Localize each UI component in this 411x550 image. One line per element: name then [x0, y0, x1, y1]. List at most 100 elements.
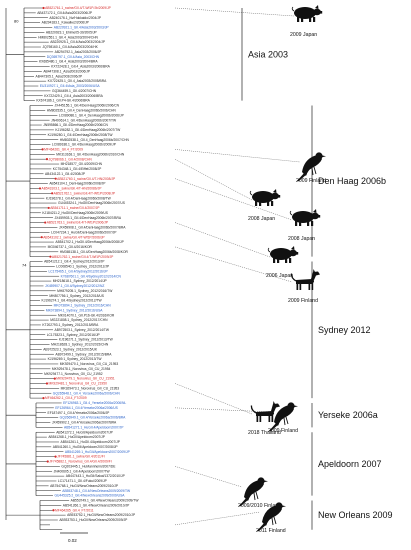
- tip-label: GQ203445.1_HuMannheim/2007/DE: [61, 464, 116, 468]
- tip-label: MK014070.1_GII.P16-GII.4/2016/KOR: [58, 313, 115, 317]
- tip-label: AB933752.1_HuGII/NewOrleans2009/2010/JP: [67, 513, 136, 517]
- clade-label: New Orleans 2009: [318, 510, 393, 520]
- tip-label: MH879205.1_Sydney_2012/2016/TW: [57, 289, 113, 293]
- tip-label: AB541269.1_HuGII/Apeldoorn2007/2009/JP: [65, 450, 131, 454]
- tip-label: AB240176.1_Nv/Hokkaido/2004/JP: [49, 16, 101, 20]
- leader-line: [174, 511, 261, 526]
- leader-line: [174, 466, 243, 488]
- clade-label: Apeldoorn 2007: [318, 459, 382, 469]
- tip-label: LC175465.1_GII.4/Sydney2012/2016/JP: [48, 269, 108, 273]
- bird-silhouette-icon: [269, 402, 298, 431]
- tip-label: JN595866.1_GII.4/DenHaag2006b/2006/CN: [43, 123, 108, 127]
- annotation-label: 2009 Finland: [288, 298, 318, 304]
- tip-label: GU445324.1_HuGII/DenHaag2006b/2007/US: [58, 201, 126, 205]
- tip-label: EF126964.1_GII.4/Yerseke2006a/2006/US: [55, 406, 118, 410]
- tip-label: MK073894.1_Sydney_2012/2016/CHN: [54, 304, 112, 308]
- clade-label: Yerseke 2006a: [318, 410, 378, 420]
- annotation-label: 2009 Japan: [290, 32, 317, 38]
- tip-label: DQ369797.1_GII.4/Asia_2003/CHN: [47, 55, 100, 59]
- leader-line: [174, 222, 271, 258]
- tip-label: EU310927.1_GII.4/Asia_2003/2006/USA: [40, 84, 101, 88]
- tip-label: LC008540.1_Sydney_2012/2012/JP: [56, 265, 110, 269]
- tip-label: AB220925.1_GII.4/Asia2003/2004/JP: [50, 40, 106, 44]
- tip-label: MK929479.1_Norovirus_GII_CU_21951: [56, 377, 115, 381]
- dog-silhouette-icon: [250, 401, 280, 422]
- highlight-dot: [42, 6, 45, 10]
- leader-line: [174, 178, 293, 221]
- tip-label: MG046737.1_GII.4/2016/KOR: [48, 245, 93, 249]
- annotation-label: 2008 Japan: [288, 236, 315, 242]
- tip-label: KY687601.1_GII.4/Sydney2012/2014/CN: [61, 274, 122, 278]
- tip-label: KX722428.1_GII.4_Asia2003/2006/BRA: [51, 65, 110, 69]
- tip-label: HM365138.1_GII.4/DenHaag2006b/2008/KOR: [60, 250, 129, 254]
- scale-bar: 0.02: [60, 532, 88, 543]
- tip-label: AB521762.1_swine/GII.4/T-Wf1P/2009/JP: [52, 255, 114, 259]
- pig-silhouette-icon: [267, 246, 299, 263]
- tip-label: KX722429.1_GII.4_Asia2003/2006/BRA: [44, 94, 103, 98]
- tip-label: AB294183.1_Kawaike2/2006/JP: [42, 21, 90, 25]
- tip-label: AB972499.1_Sydney_2012/2015/BRA: [55, 352, 112, 356]
- tip-label: AB447443.1_HuGII/Sakai/1372/2010/JP: [66, 474, 126, 478]
- tip-label: AB447305.1_Asia2003/2006/JP: [36, 74, 84, 78]
- clade-label: Sydney 2012: [318, 325, 371, 335]
- tip-label: EF187497.1_GII.4/Yerseke2006a/2006/JP: [48, 411, 111, 415]
- tip-label: AB541702.1_HuGII.4/DenHaag2006b/2008/JP: [55, 240, 124, 244]
- highlight-dot: [47, 206, 50, 210]
- tip-label: MK929477.1_Norovirus_GII_CU_21952: [44, 372, 103, 376]
- tip-label: MH807756.1_Sydney_2012/2018/US: [49, 294, 104, 298]
- tip-label: MH218618.1_Sydney_2012/2014/JP: [53, 279, 108, 283]
- tip-label: MG221808.1_Sydney_2012/2017/CHN: [50, 318, 108, 322]
- tip-label: AB933753.1_HuGII/NewOrleans2009/2009/JP: [59, 518, 128, 522]
- highlight-dot: [49, 255, 52, 258]
- tip-label: JQ798160.1_GII.4/Asia2003/2004/HK: [42, 45, 98, 49]
- tip-label: AB553749.1_GII.4/NewOrleans2009/2009/TW: [71, 499, 140, 503]
- tip-label: AB541212.1_GII.4_Sydney2012/2013/JP: [44, 260, 105, 264]
- tip-label: JX445155.1_GII.4/DenHaag2006b/2006/CN: [55, 104, 120, 108]
- tip-label: KJ196280.1_GII.4/DenHaag2006b/2008/TW: [48, 133, 114, 137]
- bird-silhouette-icon: [297, 152, 326, 181]
- tip-label: LC047234.1_HuGII/DenHaag2006b/2007/JP: [51, 230, 117, 234]
- tip-label: JQ798066.1_GII.4/2008/CHN: [48, 157, 92, 161]
- pig-silhouette-icon: [291, 5, 323, 22]
- tip-labels: AB521761.1_swine/GII.4/T-Wf1P/Jb/2009/JP…: [36, 6, 140, 522]
- tip-label: AB220923.1_Ehime05-30/2005/JP: [46, 30, 98, 34]
- tip-label: AB521760.1_swine/GII.4/T-HN/2008/JP: [57, 177, 116, 181]
- tip-label: KJ184211.2_HuGII/DenHaag2006b/2009/US: [42, 211, 108, 215]
- tip-label: JX459902.1_GII.4/Yerseke2006a/2007/BRA: [52, 421, 117, 425]
- tip-label: JN400614.1_GII.4/DenHaag2006b/2007/TW: [51, 118, 117, 122]
- highlight-dot: [54, 455, 57, 458]
- leader-line: [174, 407, 273, 413]
- tip-label: AB541266.1_GII.4/NewOrleans2009/2010/JP: [63, 503, 130, 507]
- annotation-label: 2006 Japan: [266, 273, 293, 279]
- tip-label: KX722425.1_GII.4_Asia2003/2005/BRA: [48, 79, 107, 83]
- tip-label: KT202793.1_Sydney_2012/2015/BRA: [42, 323, 99, 327]
- tip-label: GQ265948.1_GII.4_Yerseke2006a/2006/CHN: [53, 391, 121, 395]
- tip-label: GU445325.2_GII.4/NewOrleans2009/2009/USA: [54, 494, 125, 498]
- tip-label: AB543103.1_swine/GII.4/T-HN/2008b/JP: [42, 187, 103, 191]
- tip-label: MF464265_GII.4_FT/2011: [55, 508, 94, 512]
- tip-label: LC089086.1_GII.4_DenHaag2006b/2006/JP: [59, 113, 125, 117]
- tip-label: AB447308.1_Asia2003/2006/JP: [43, 69, 91, 73]
- highlight-dot: [45, 158, 49, 161]
- tip-label: KC754348.1_GII.4/Eiffel/2008/JP: [53, 167, 102, 171]
- scale-bar-label: 0.02: [68, 538, 77, 543]
- tip-label: KJ196278.1_GII.4/DenHaag2006b/2008/TW: [46, 196, 112, 200]
- tip-label: AB541272.1_HuGII/Apeldoorn2007/JP: [56, 430, 113, 434]
- bootstrap-value: 80: [14, 19, 19, 24]
- tip-label: MK929478.1_Norovirus_GII_CU_21954: [52, 367, 111, 371]
- highlight-dot: [44, 221, 47, 224]
- highlight-dot: [45, 382, 49, 385]
- bird-silhouette-icon: [257, 502, 286, 531]
- tip-label: MH218628.1_Sydney_2012/2015/CHN: [51, 343, 109, 347]
- tip-label: AB521761.1_swine/GII.4/T-Wf1P/Jb/2009/JP: [45, 6, 112, 10]
- tip-label: MK929470.1_Norovirus_GII_CU_21953: [60, 362, 119, 366]
- tip-label: AB553748.1_GII.4/NewOrleans2009/2009/TW: [62, 489, 131, 493]
- tip-label: MK929473.1_Norovirus_GII_CU_21953: [61, 386, 120, 390]
- annotation-label: 2018 Thailand: [248, 430, 281, 436]
- tip-label: AB972503.1_Sydney_2012/2014/TW: [55, 328, 110, 332]
- bootstrap-value: 74: [22, 262, 27, 267]
- tip-label: JF745882.1_Norovirus_GII.4/GII.4/2009/FI: [49, 460, 112, 464]
- tip-label: MF464261_GII.4_FT/2009: [44, 148, 83, 152]
